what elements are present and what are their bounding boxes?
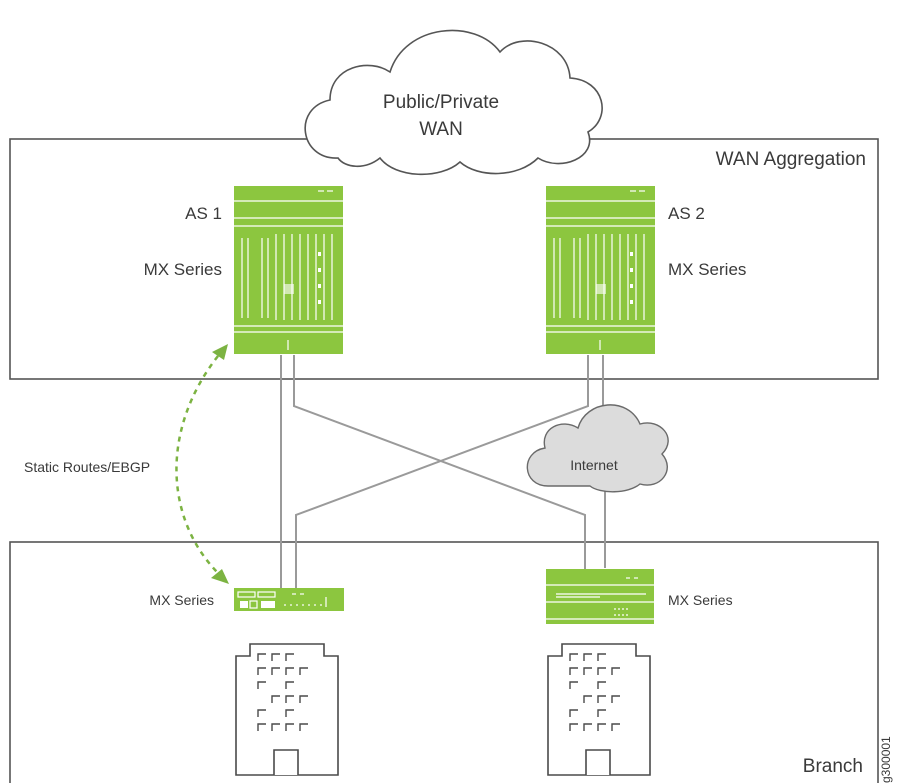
branch-right-series-label: MX Series bbox=[668, 592, 733, 608]
wan-cloud: Public/Private WAN bbox=[304, 29, 603, 176]
as1-label: AS 1 bbox=[185, 204, 222, 223]
branch-left-series-label: MX Series bbox=[149, 592, 214, 608]
internet-cloud: Internet bbox=[526, 404, 669, 493]
wan-cloud-shape bbox=[304, 29, 603, 176]
as1-series-label: MX Series bbox=[144, 260, 222, 279]
as2-label: AS 2 bbox=[668, 204, 705, 223]
as1-mx-router bbox=[234, 186, 343, 354]
as2-mx-router bbox=[546, 186, 655, 354]
wan-aggregation-region bbox=[9, 138, 879, 380]
internet-cloud-label: Internet bbox=[570, 457, 618, 473]
wan-cloud-label-line1: Public/Private bbox=[383, 92, 499, 113]
wan-cloud-label-line2: WAN bbox=[419, 119, 463, 140]
static-routes-label: Static Routes/EBGP bbox=[24, 459, 150, 475]
branch-title: Branch bbox=[803, 756, 863, 777]
branch-left-building-icon bbox=[235, 643, 339, 776]
figure-id: g300001 bbox=[879, 736, 893, 783]
internet-cloud-shape bbox=[526, 404, 669, 493]
static-routes-arrow bbox=[175, 344, 229, 584]
static-routes-arrow-path bbox=[175, 355, 220, 575]
arrowhead-bottom bbox=[211, 569, 229, 584]
branch-right-mx-router bbox=[546, 569, 654, 624]
branch-region bbox=[9, 541, 879, 783]
branch-right-building-icon bbox=[547, 643, 651, 776]
network-links bbox=[280, 355, 606, 588]
wan-aggregation-title: WAN Aggregation bbox=[716, 149, 866, 170]
arrowhead-top bbox=[212, 344, 228, 360]
link-as2-branch-left bbox=[295, 355, 589, 588]
branch-left-mx-router bbox=[234, 588, 344, 611]
as2-series-label: MX Series bbox=[668, 260, 746, 279]
